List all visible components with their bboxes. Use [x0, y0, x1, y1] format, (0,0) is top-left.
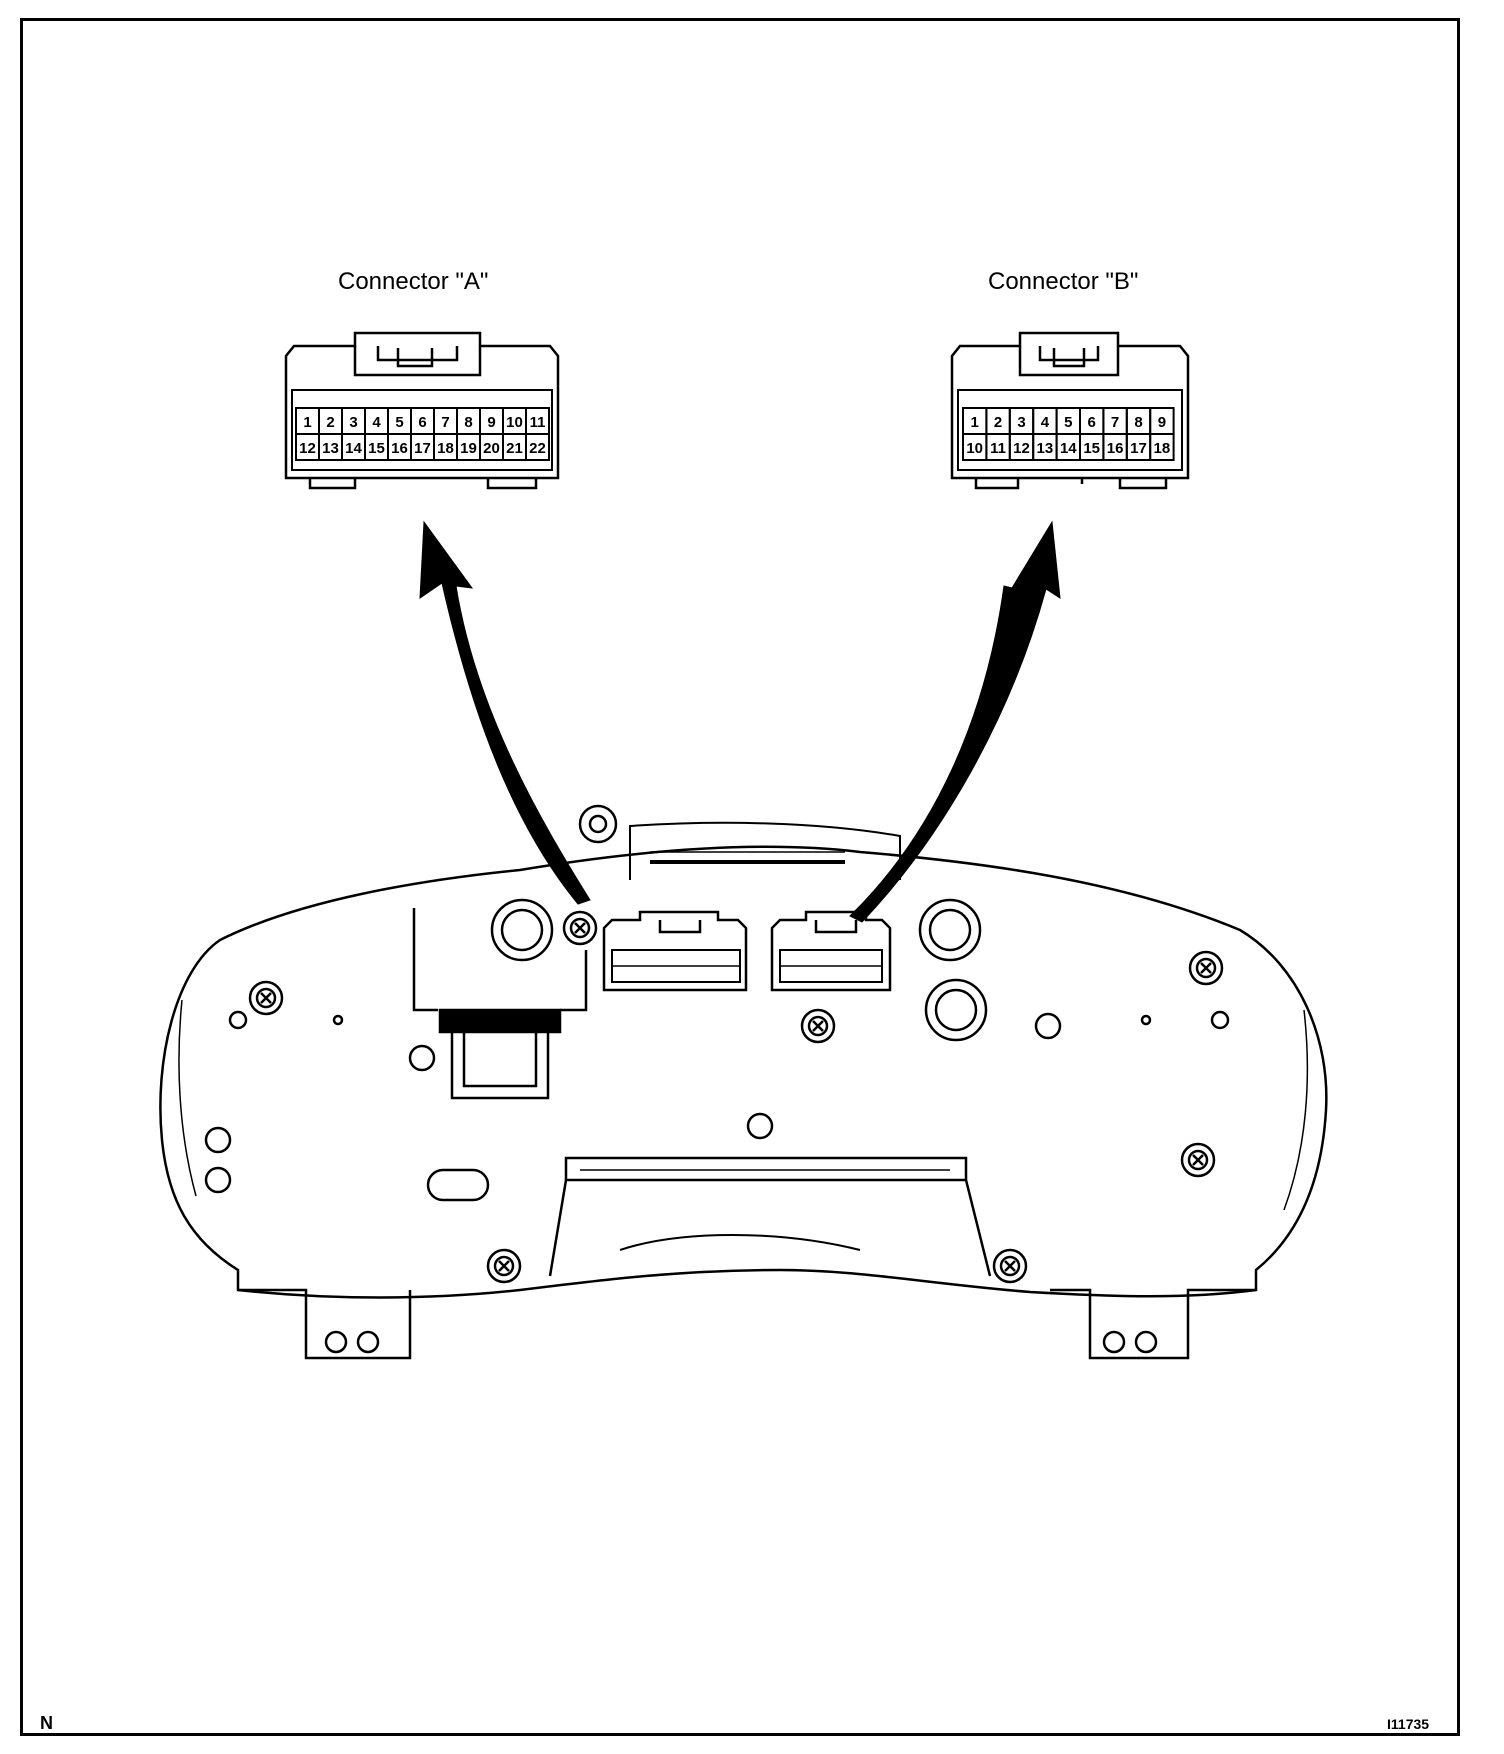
connector-b-pin-number: 8: [1134, 414, 1142, 431]
connector-a-pin-number: 3: [349, 414, 357, 431]
connector-a-pin-number: 11: [530, 414, 546, 431]
connector-a-pin-number: 7: [441, 414, 449, 431]
connector-b-pin-number: 15: [1083, 440, 1100, 457]
screw-icon: [248, 980, 284, 1016]
connector-b-pin-number: 13: [1037, 440, 1054, 457]
arrow-to-connector-b: [849, 520, 1061, 923]
screw-icon: [1180, 1142, 1216, 1178]
screw-icon: [1188, 950, 1224, 986]
connector-a-pin-number: 19: [460, 440, 477, 457]
screw-icon: [800, 1008, 836, 1044]
connector-b-face: [950, 331, 1190, 490]
screw-icon: [486, 1248, 522, 1284]
meter-top-ridge: [629, 821, 901, 880]
connector-b-pin-cell: [1149, 433, 1175, 461]
meter-bottom-recess: [548, 1178, 992, 1277]
connector-b-pin-number: 6: [1088, 414, 1096, 431]
meter-housing: [159, 845, 1328, 1299]
connector-a-pin-number: 4: [372, 414, 381, 431]
connector-b-pin-number: 9: [1158, 414, 1166, 431]
connector-b-pin-number: 17: [1130, 440, 1147, 457]
connector-a-pin-number: 18: [437, 440, 454, 457]
diagram-frame: [20, 18, 1460, 1736]
bulb-sockets: [490, 804, 988, 1042]
connector-b-pin-number: 5: [1064, 414, 1072, 431]
u-bracket: [450, 1018, 550, 1100]
screw-icon: [992, 1248, 1028, 1284]
connector-a-pin-number: 16: [391, 440, 408, 457]
connector-b-pin-number: 2: [994, 414, 1002, 431]
connector-a-face: [284, 331, 560, 490]
connector-b-pin-number: 11: [990, 440, 1006, 457]
connector-a-pin-number: 9: [487, 414, 495, 431]
corner-letter: N: [40, 1713, 53, 1733]
connector-b-pin-number: 14: [1060, 440, 1077, 457]
connector-b-pin-number: 4: [1041, 414, 1050, 431]
connector-a-pin-number: 6: [418, 414, 426, 431]
connector-b-pin-number: 18: [1154, 440, 1171, 457]
connector-a-pin-number: 5: [395, 414, 403, 431]
connector-a-pin-number: 22: [529, 440, 546, 457]
connector-a-pin-number: 8: [464, 414, 472, 431]
connector-a-pin-number: 17: [414, 440, 431, 457]
connector-a-pin-number: 1: [303, 414, 311, 431]
connector-a-pin-number: 2: [326, 414, 334, 431]
arrow-to-connector-a: [419, 520, 591, 905]
meter-connector-b: [770, 910, 892, 992]
connector-b-pin-number: 10: [966, 440, 983, 457]
screw-icon: [562, 910, 598, 946]
figure-code: I11735: [1387, 1716, 1430, 1732]
connector-a-pin-number: 13: [322, 440, 339, 457]
connector-b-pin-number: 3: [1017, 414, 1025, 431]
l-bracket-right: [560, 950, 588, 1012]
connector-a-pin-number: 10: [506, 414, 523, 431]
connector-b-pin-number: 1: [971, 414, 979, 431]
screws: [248, 910, 1224, 1284]
connector-a-pin-number: 12: [299, 440, 316, 457]
l-bracket-left: [412, 908, 438, 1012]
connector-b-pin-number: 16: [1107, 440, 1124, 457]
connector-a-pin-number: 14: [345, 440, 362, 457]
connector-a-pin-cell: [525, 433, 550, 461]
connector-a-pin-number: 15: [368, 440, 385, 457]
combination-meter: [159, 821, 1328, 1360]
connector-b-pin-number: 7: [1111, 414, 1119, 431]
connector-a-label: Connector "A": [338, 268, 489, 295]
connector-b-label: Connector "B": [988, 268, 1139, 295]
connector-a-pin-number: 20: [483, 440, 500, 457]
connector-b-pin-number: 12: [1013, 440, 1030, 457]
connector-a-pin-number: 21: [506, 440, 523, 457]
meter-connector-a: [602, 910, 748, 992]
